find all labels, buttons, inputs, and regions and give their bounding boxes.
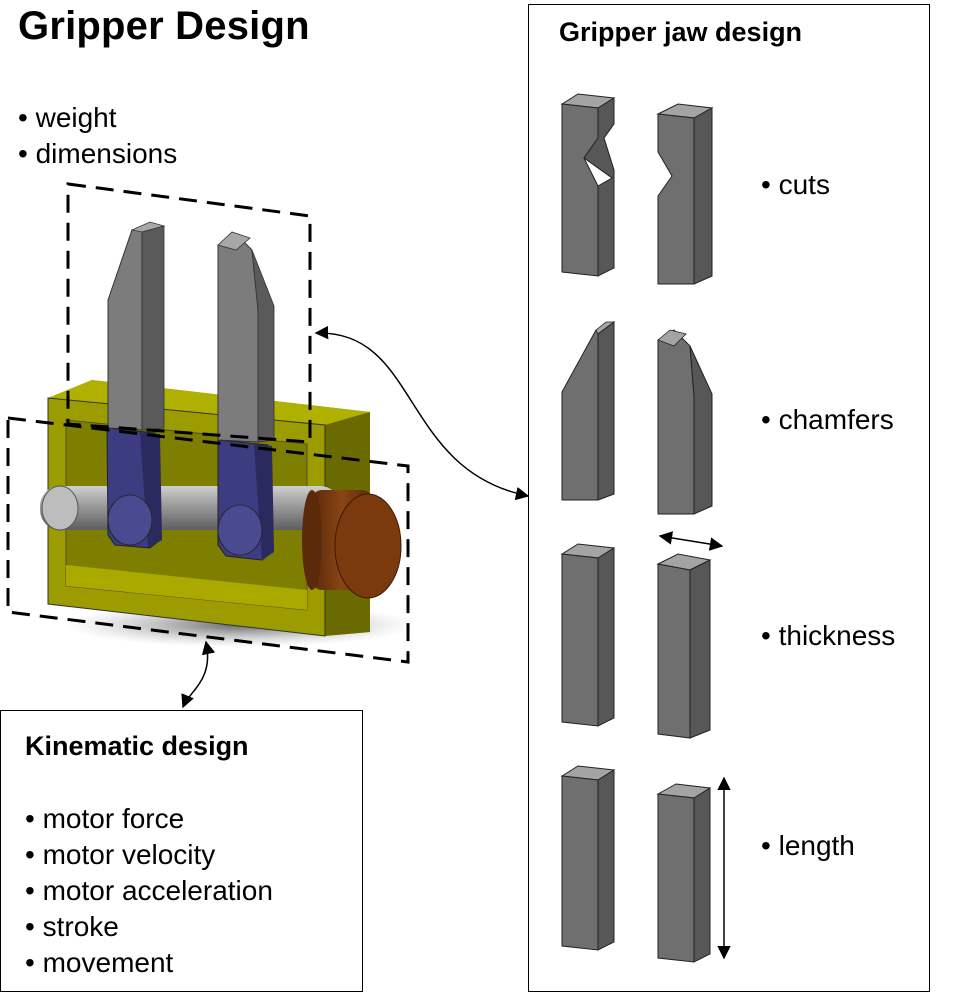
kinematic-bullet-list: • motor force • motor velocity • motor a… [25, 801, 273, 981]
jaw-bullet-length: • length [761, 830, 855, 861]
jaw-thickness-left [560, 543, 616, 727]
kinematic-design-title: Kinematic design [25, 731, 249, 761]
jaw-length-left [560, 765, 616, 951]
jaw-region-dashed-box [66, 182, 312, 444]
jaw-bullet-thickness: • thickness [761, 620, 896, 651]
jaw-thickness-right [656, 553, 712, 739]
general-bullet-dimensions: • dimensions [18, 138, 178, 169]
kinematic-bullet: • stroke [25, 911, 119, 942]
kinematic-bullet: • motor velocity [25, 839, 216, 870]
jaw-bullet-chamfers: • chamfers [761, 404, 894, 435]
kinematic-bullet: • motor acceleration [25, 875, 273, 906]
jaw-cuts-left [560, 93, 616, 277]
arrow-to-kinematic-design [181, 640, 216, 709]
general-bullet-list: • weight • dimensions [18, 100, 177, 172]
jaw-chamfers-left [561, 321, 616, 501]
kinematic-bullet: • motor force [25, 803, 185, 834]
kinematic-region-dashed-box [6, 416, 410, 664]
lead-screw-shaft [40, 486, 340, 530]
kinematic-design-panel: Kinematic design • motor force • motor v… [0, 710, 363, 992]
thickness-arrow [658, 531, 724, 551]
right-carriage [217, 439, 274, 561]
page-title: Gripper Design [18, 4, 310, 48]
shaft-end [41, 485, 79, 531]
general-bullet-weight: • weight [18, 102, 117, 133]
jaw-bullet-cuts: • cuts [761, 169, 830, 200]
kinematic-bullet: • movement [25, 947, 174, 978]
jaw-cuts-right [656, 103, 714, 285]
left-carriage [106, 427, 162, 549]
jaw-design-title: Gripper jaw design [559, 17, 803, 47]
jaw-design-panel: Gripper jaw design • cuts • chamfers • t… [528, 4, 930, 992]
jaw-chamfers-right [657, 329, 713, 515]
arrow-to-jaw-design [314, 325, 530, 501]
right-jaw [217, 231, 275, 443]
motor [302, 490, 402, 599]
jaw-length-right [656, 783, 712, 963]
left-jaw [107, 221, 166, 431]
